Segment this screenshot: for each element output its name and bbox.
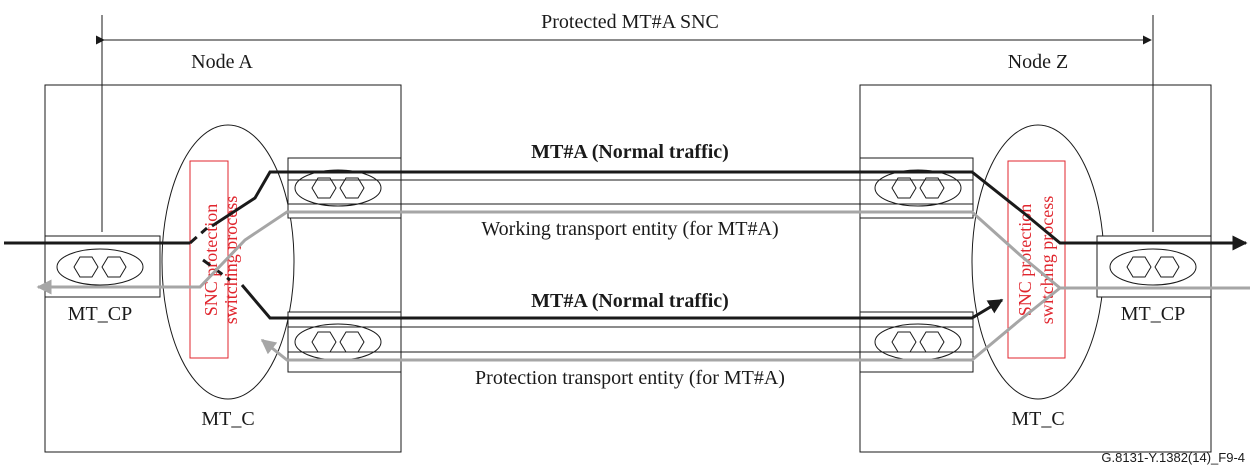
node-a-mt-c-label: MT_C — [201, 408, 254, 430]
node-a-mt-c-ellipse — [161, 124, 295, 400]
node-a-process-line1: SNC protection — [201, 204, 221, 317]
node-z-working-port — [874, 169, 962, 207]
working-entity-frame — [288, 179, 973, 205]
reverse-traffic-path — [36, 210, 1250, 362]
node-z-title: Node Z — [1008, 51, 1069, 73]
hexagon-icon — [73, 256, 99, 278]
node-a-mt-cp-port — [56, 248, 144, 286]
hexagon-icon — [101, 256, 127, 278]
node-z-mt-cp-label: MT_CP — [1121, 303, 1185, 325]
node-a-process-line2: switching process — [221, 196, 241, 324]
protection-entity-frame — [288, 326, 973, 353]
node-z: Node Z SNC protection switching process … — [859, 51, 1212, 453]
hexagon-icon — [1154, 256, 1180, 278]
figure-id: G.8131-Y.1382(14)_F9-4 — [1101, 450, 1245, 465]
node-z-process-box — [1007, 160, 1066, 359]
protection-entity-label: Protection transport entity (for MT#A) — [475, 367, 785, 389]
node-a-process-box — [189, 160, 229, 359]
snc-label: Protected MT#A SNC — [541, 11, 719, 33]
traffic-top-label: MT#A (Normal traffic) — [531, 141, 729, 163]
node-a: Node A SNC protection switching process … — [44, 51, 402, 453]
traffic-bottom-label: MT#A (Normal traffic) — [531, 290, 729, 312]
hexagon-icon — [891, 177, 917, 199]
hexagon-icon — [311, 177, 337, 199]
node-a-working-port — [294, 169, 382, 207]
working-entity-label: Working transport entity (for MT#A) — [481, 218, 778, 240]
hexagon-icon — [919, 177, 945, 199]
node-a-protection-port-box — [287, 311, 402, 373]
node-z-mt-c-label: MT_C — [1011, 408, 1064, 430]
node-a-working-port-box — [287, 157, 402, 219]
hexagon-icon — [1126, 256, 1152, 278]
node-a-title: Node A — [191, 51, 253, 73]
hexagon-icon — [339, 177, 365, 199]
node-z-mt-cp-port — [1109, 248, 1197, 286]
node-a-mt-cp-label: MT_CP — [68, 303, 132, 325]
snc-span: Protected MT#A SNC — [95, 11, 1154, 232]
